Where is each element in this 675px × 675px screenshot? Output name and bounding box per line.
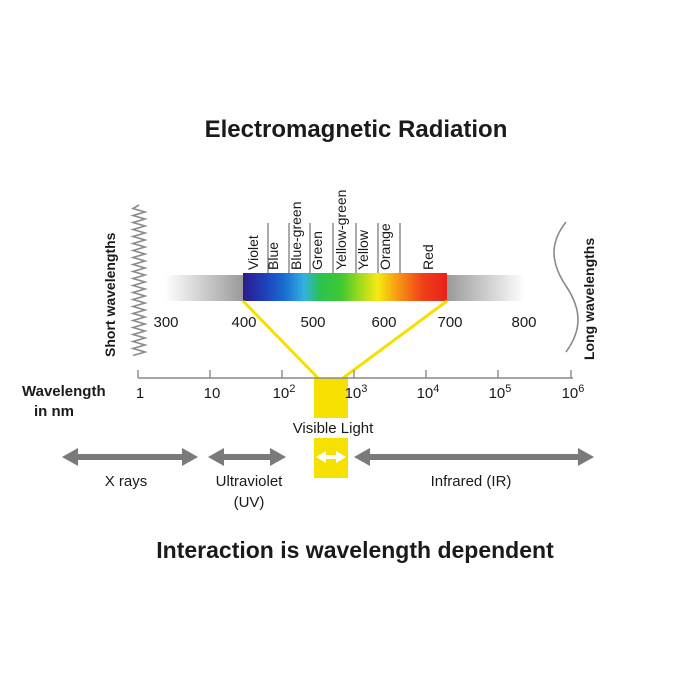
uv-abbrev-label: (UV): [234, 494, 265, 511]
long-wavelengths-label: Long wavelengths: [581, 238, 597, 360]
uv-gray-fade: [165, 275, 243, 301]
short-wave-icon: [130, 204, 148, 357]
diagram-title: Electromagnetic Radiation: [205, 116, 508, 143]
nm-tick-400: 400: [231, 314, 256, 331]
long-wave-icon: [553, 221, 579, 353]
band-label-blue: Blue: [265, 242, 281, 270]
band-label-orange: Orange: [377, 223, 393, 270]
visible-light-arrow: [316, 451, 346, 463]
log-tick-6: 106: [562, 383, 585, 402]
projection-line-right: [342, 299, 448, 380]
band-label-yellow-green: Yellow-green: [333, 190, 349, 270]
x-rays-label: X rays: [105, 473, 148, 490]
ultraviolet-arrow: [208, 448, 286, 466]
infrared-arrow: [354, 448, 594, 466]
log-tick-5: 105: [489, 383, 512, 402]
axis-label-line2: in nm: [34, 403, 74, 420]
nm-tick-800: 800: [511, 314, 536, 331]
band-label-green: Green: [309, 231, 325, 270]
visible-spectrum-bar: [243, 273, 447, 301]
log-tick-3: 103: [345, 383, 368, 402]
band-label-violet: Violet: [245, 235, 261, 270]
log-tick-4: 104: [417, 383, 440, 402]
log-tick-0: 1: [136, 385, 144, 402]
nm-tick-700: 700: [437, 314, 462, 331]
axis-label-line1: Wavelength: [22, 383, 106, 400]
log-tick-marks: 1 10 102 103 104 105 106: [136, 370, 585, 402]
band-label-red: Red: [420, 244, 436, 270]
x-rays-arrow: [62, 448, 198, 466]
nm-tick-300: 300: [153, 314, 178, 331]
nm-tick-600: 600: [371, 314, 396, 331]
band-label-blue-green: Blue-green: [288, 202, 304, 271]
log-tick-2: 102: [273, 383, 296, 402]
short-wavelengths-label: Short wavelengths: [102, 232, 118, 357]
ir-gray-fade: [447, 275, 525, 301]
diagram-subtitle: Interaction is wavelength dependent: [156, 537, 554, 563]
band-label-yellow: Yellow: [355, 229, 371, 270]
projection-line-left: [241, 299, 320, 380]
nm-tick-labels: 300 400 500 600 700 800: [153, 314, 536, 331]
nm-tick-500: 500: [300, 314, 325, 331]
infrared-label: Infrared (IR): [431, 473, 512, 490]
visible-light-label: Visible Light: [293, 420, 374, 437]
log-tick-1: 10: [204, 385, 221, 402]
ultraviolet-label: Ultraviolet: [216, 473, 284, 490]
